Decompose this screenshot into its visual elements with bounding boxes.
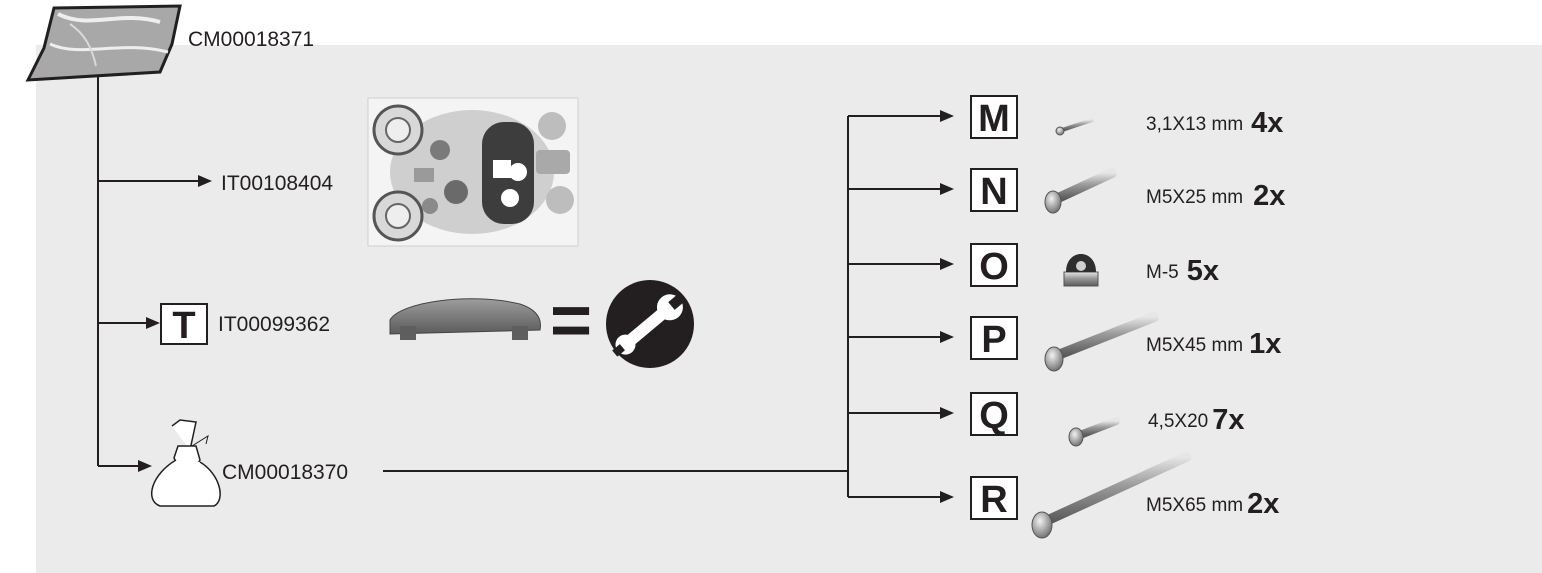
label-t: T bbox=[172, 305, 195, 347]
label-q: Q bbox=[979, 395, 1009, 437]
qty-p: 1x bbox=[1249, 328, 1281, 360]
wrench-icon bbox=[606, 280, 694, 368]
qty-r: 2x bbox=[1247, 488, 1279, 520]
lock-nut-icon bbox=[1063, 254, 1099, 287]
root-bag-code: CM00018371 bbox=[188, 28, 314, 51]
self-tapping-screw-icon bbox=[1068, 417, 1120, 447]
sticker-sheet-image bbox=[367, 97, 579, 247]
sticker-sheet-code: IT00108404 bbox=[221, 172, 333, 195]
qty-q: 7x bbox=[1212, 404, 1244, 436]
label-o: O bbox=[979, 246, 1009, 288]
bolt-short-icon bbox=[1044, 168, 1117, 214]
spec-p: M5X45 mm bbox=[1146, 335, 1243, 356]
qty-o: 5x bbox=[1187, 255, 1219, 287]
bolt-long-icon bbox=[1031, 452, 1191, 539]
spec-q: 4,5X20 bbox=[1148, 411, 1208, 432]
bolt-medium-icon bbox=[1044, 312, 1159, 372]
hardware-row-n: N M5X25 mm 2x bbox=[848, 168, 1285, 214]
panel-background bbox=[36, 45, 1542, 573]
spec-r: M5X65 mm bbox=[1146, 495, 1243, 516]
small-bag-code: CM00018370 bbox=[222, 461, 348, 484]
label-n: N bbox=[980, 171, 1007, 213]
label-m: M bbox=[978, 98, 1010, 140]
handle-cap-part bbox=[389, 298, 541, 340]
label-p: P bbox=[981, 319, 1006, 361]
hardware-row-m: M 3,1X13 mm 4x bbox=[848, 95, 1283, 140]
small-bag-icon bbox=[150, 419, 221, 507]
label-r: R bbox=[980, 479, 1007, 521]
spec-o: M-5 bbox=[1146, 262, 1179, 283]
qty-m: 4x bbox=[1251, 107, 1283, 139]
equals-sign: = bbox=[550, 281, 592, 361]
spec-m: 3,1X13 mm bbox=[1146, 114, 1243, 135]
spec-n: M5X25 mm bbox=[1146, 187, 1243, 208]
hardware-row-p: P M5X45 mm 1x bbox=[848, 312, 1281, 372]
qty-n: 2x bbox=[1253, 180, 1285, 212]
cap-code: IT00099362 bbox=[218, 313, 330, 336]
small-screw-icon bbox=[1055, 118, 1094, 136]
hardware-row-o: O M-5 5x bbox=[848, 243, 1219, 288]
fabric-bag-icon bbox=[25, 4, 182, 82]
